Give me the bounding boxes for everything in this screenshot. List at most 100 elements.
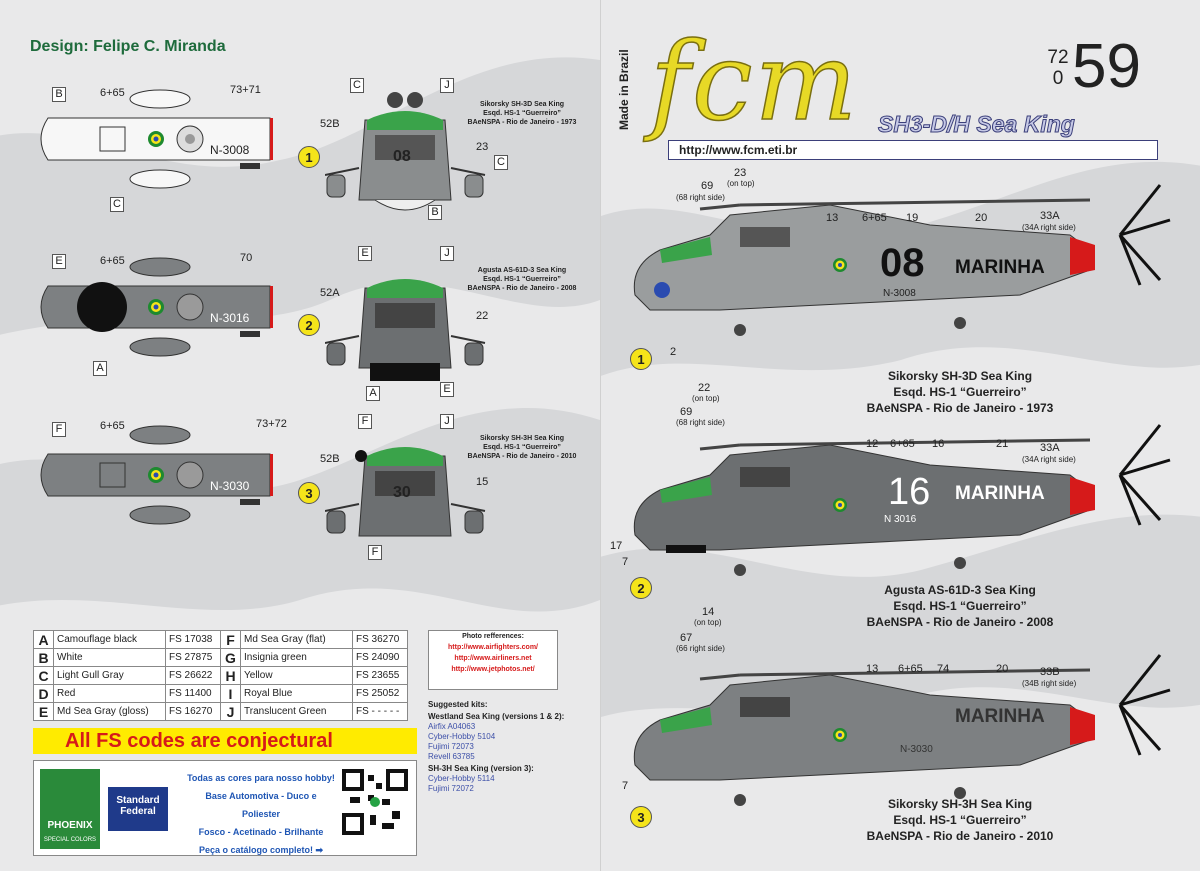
p1-n2: 2	[670, 346, 677, 358]
callout-23: 23	[476, 141, 489, 153]
p1-n20: 20	[975, 212, 988, 224]
p1-ontop: (on top)	[727, 179, 755, 188]
color-cell-name2: Md Sea Gray (flat)	[240, 630, 353, 649]
front-callout-f-2: F	[368, 545, 382, 560]
p2-n69: 69	[680, 406, 693, 418]
front-callout-b: B	[428, 205, 442, 220]
color-cell-name2: Yellow	[240, 666, 353, 685]
profile-3-navy: MARINHA	[955, 706, 1045, 727]
variant-number-1: 1	[298, 146, 320, 168]
p1-34a: (34A right side)	[1022, 223, 1076, 232]
callout-52a: 52A	[320, 287, 340, 299]
link-airliners[interactable]: http://www.airliners.net	[454, 655, 532, 662]
front-callout-c-2: C	[494, 155, 508, 170]
suggested-kits: Suggested kits: Westland Sea King (versio…	[428, 698, 593, 794]
side-profile-1	[633, 184, 1171, 336]
top-view-code-2: N-3016	[210, 311, 250, 325]
color-cell-key: E	[33, 702, 54, 721]
top-view-code-1: N-3008	[210, 143, 250, 157]
callout-22: 22	[476, 310, 489, 322]
side-profiles-drawing	[633, 184, 1171, 806]
profile-3-small-code: N-3030	[900, 744, 933, 755]
made-in-brazil: Made in Brazil	[617, 49, 631, 130]
callout-e: E	[52, 254, 66, 269]
product-subtitle: SH3-D/H Sea King	[878, 111, 1076, 138]
front-callout-j-1: J	[440, 78, 454, 93]
color-cell-fs: FS 26622	[165, 666, 221, 685]
color-cell-name2: Insignia green	[240, 648, 353, 667]
color-cell-name2: Translucent Green	[240, 702, 353, 721]
p1-n665: 6+65	[862, 212, 887, 224]
callout-15: 15	[476, 476, 489, 488]
p3-ontop: (on top)	[694, 618, 722, 627]
callout-73-71: 73+71	[230, 84, 261, 96]
variant-number-2: 2	[298, 314, 320, 336]
kit-item: Airfix A04063	[428, 722, 476, 731]
p1-n69: 69	[701, 180, 714, 192]
front-callout-c: C	[350, 78, 364, 93]
p2-68side: (68 right side)	[676, 418, 725, 427]
website-url[interactable]: http://www.fcm.eti.br	[668, 140, 1158, 160]
p2-n12: 12	[866, 438, 879, 450]
color-cell-name: Camouflage black	[53, 630, 166, 649]
fcm-logo: fcm	[649, 20, 859, 145]
color-cell-name: Red	[53, 684, 166, 703]
color-cell-name: White	[53, 648, 166, 667]
link-airfighters[interactable]: http://www.airfighters.com/	[448, 644, 538, 651]
p2-n7: 7	[622, 556, 629, 568]
p3-n665: 6+65	[898, 663, 923, 675]
p3-n14: 14	[702, 606, 715, 618]
front-callout-a: A	[366, 386, 380, 401]
p1-n23: 23	[734, 167, 747, 179]
p1-68side: (68 right side)	[676, 193, 725, 202]
qr-code-icon[interactable]	[342, 769, 408, 835]
profile-number-1: 1	[630, 348, 652, 370]
variant-number-3: 3	[298, 482, 320, 504]
callout-6-65-v2: 6+65	[100, 255, 125, 267]
profile-2-navy: MARINHA	[955, 483, 1045, 504]
phoenix-logo: PHOENIX SPECIAL COLORS	[40, 769, 100, 849]
kit-heading: SH-3H Sea King (version 3):	[428, 764, 534, 773]
color-cell-fs2: FS 23655	[352, 666, 408, 685]
callout-c: C	[110, 197, 124, 212]
color-cell-key2: F	[220, 630, 241, 649]
color-cell-name2: Royal Blue	[240, 684, 353, 703]
side-profile-2	[633, 424, 1171, 576]
callout-73-72: 73+72	[256, 418, 287, 430]
p2-n33a: 33A	[1040, 442, 1060, 454]
front-code-3: 30	[393, 484, 411, 501]
front-callout-j-3: J	[440, 414, 454, 429]
front-callout-f: F	[358, 414, 372, 429]
color-cell-fs2: FS 36270	[352, 630, 408, 649]
callout-6-65-v3: 6+65	[100, 420, 125, 432]
link-jetphotos[interactable]: http://www.jetphotos.net/	[451, 666, 535, 673]
color-cell-fs: FS 17038	[165, 630, 221, 649]
top-view-2	[40, 257, 273, 357]
front-code-1: 08	[393, 148, 411, 165]
kit-item: Cyber-Hobby 5104	[428, 732, 496, 741]
p2-n17: 17	[610, 540, 623, 552]
p3-n74: 74	[937, 663, 950, 675]
p2-n16: 16	[932, 438, 945, 450]
front-view-3	[325, 447, 486, 537]
front-view-1	[325, 92, 486, 211]
top-views-drawing	[40, 89, 273, 525]
kit-heading: Suggested kits:	[428, 700, 488, 709]
kit-item: Revell 63785	[428, 752, 475, 761]
profile-2-small-code: N 3016	[884, 514, 917, 525]
left-sheet: Design: Felipe C. Miranda	[0, 0, 600, 871]
kit-heading: Westland Sea King (versions 1 & 2):	[428, 712, 565, 721]
color-cell-name: Md Sea Gray (gloss)	[53, 702, 166, 721]
issue-number: 59	[1072, 32, 1141, 101]
callout-6-65-v1: 6+65	[100, 87, 125, 99]
color-cell-key2: I	[220, 684, 241, 703]
design-credit: Design: Felipe C. Miranda	[30, 38, 226, 55]
p3-n20: 20	[996, 663, 1009, 675]
